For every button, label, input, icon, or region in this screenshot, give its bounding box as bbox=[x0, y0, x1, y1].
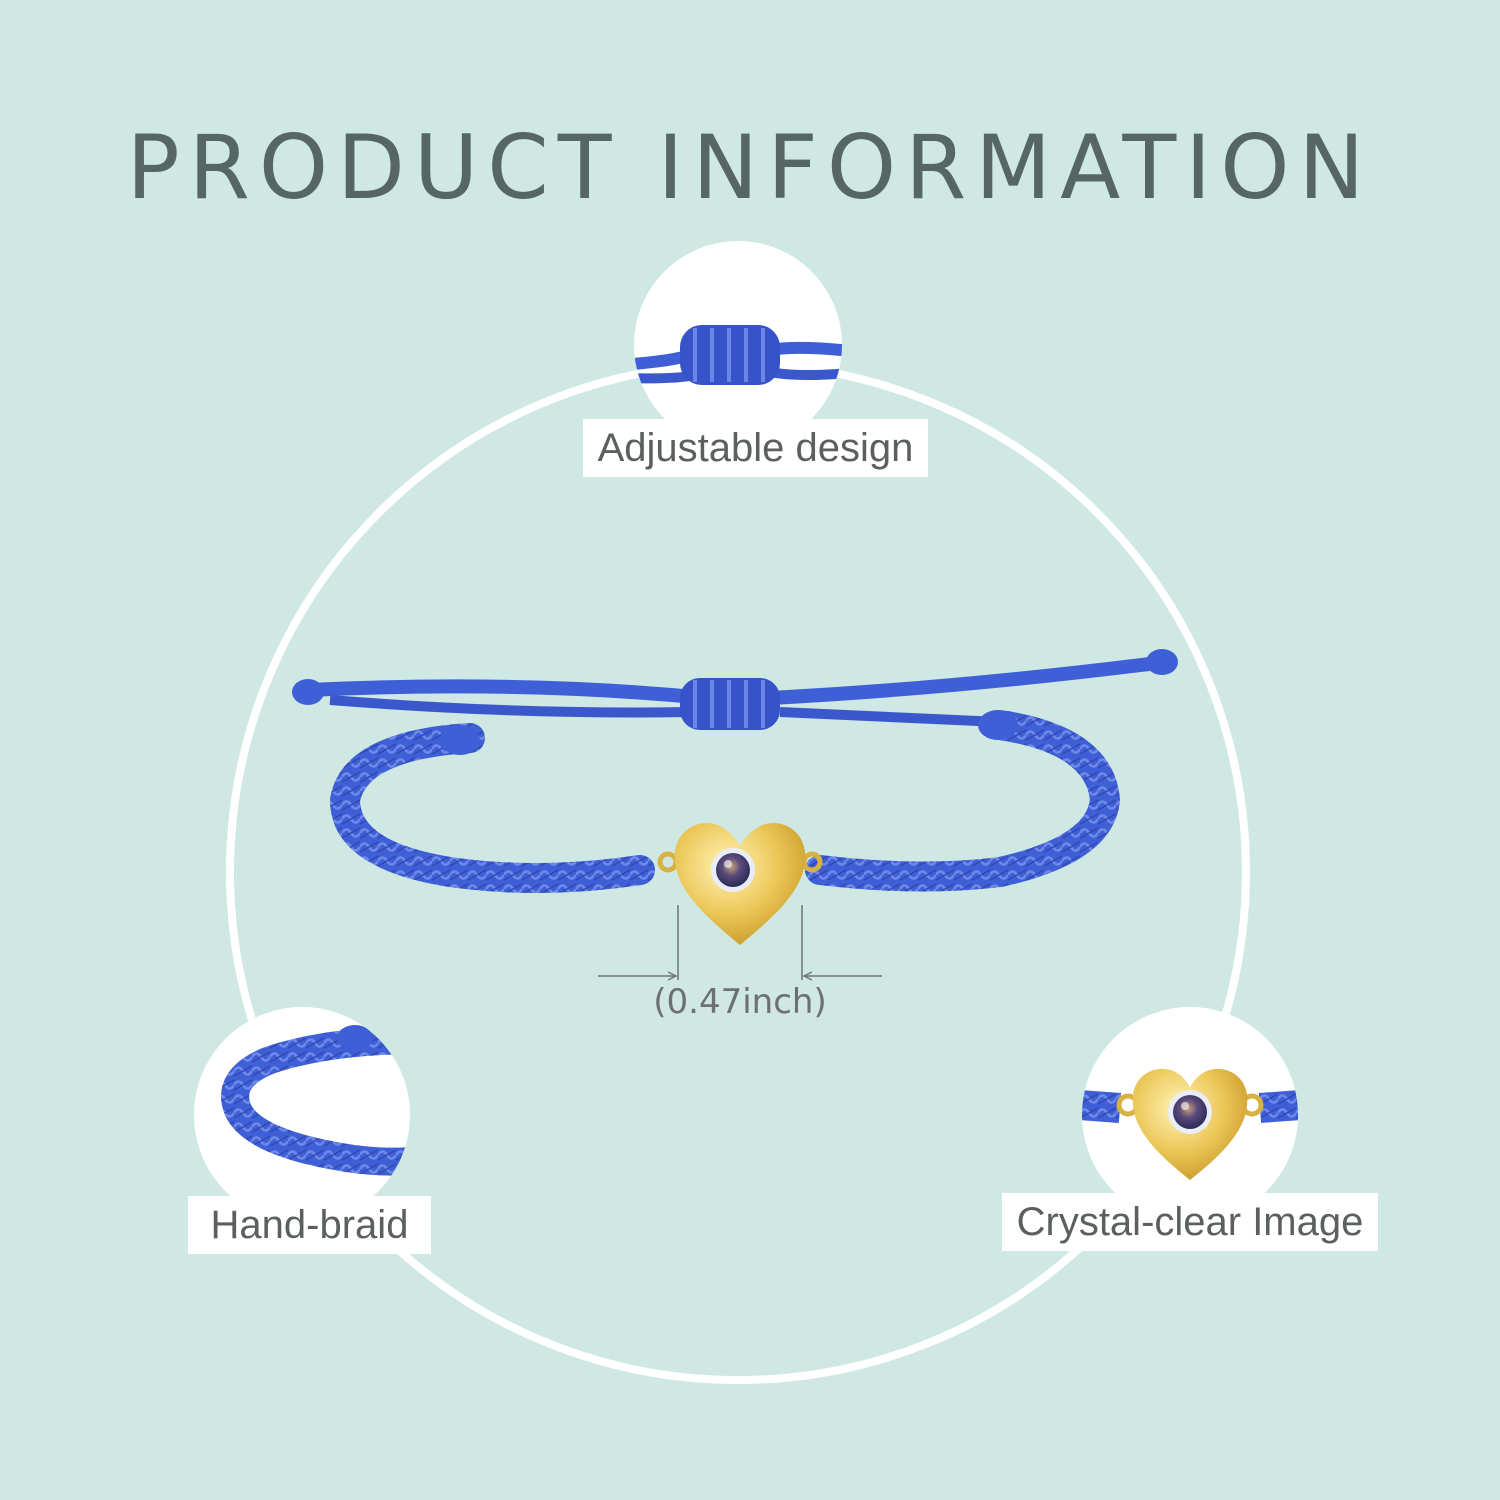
feature-label-braid: Hand-braid bbox=[188, 1196, 431, 1254]
feature-label-image: Crystal-clear Image bbox=[1002, 1193, 1378, 1251]
feature-label-adjustable: Adjustable design bbox=[583, 419, 928, 477]
page-title: PRODUCT INFORMATION bbox=[126, 116, 1374, 219]
detail-braid bbox=[194, 1007, 410, 1223]
dimension-label: (0.47inch) bbox=[653, 982, 827, 1022]
detail-image bbox=[1082, 1007, 1298, 1223]
heart-charm bbox=[657, 823, 823, 945]
dimension-lines bbox=[598, 905, 882, 981]
main-bracelet bbox=[292, 649, 1178, 981]
detail-adjustable bbox=[634, 241, 842, 449]
